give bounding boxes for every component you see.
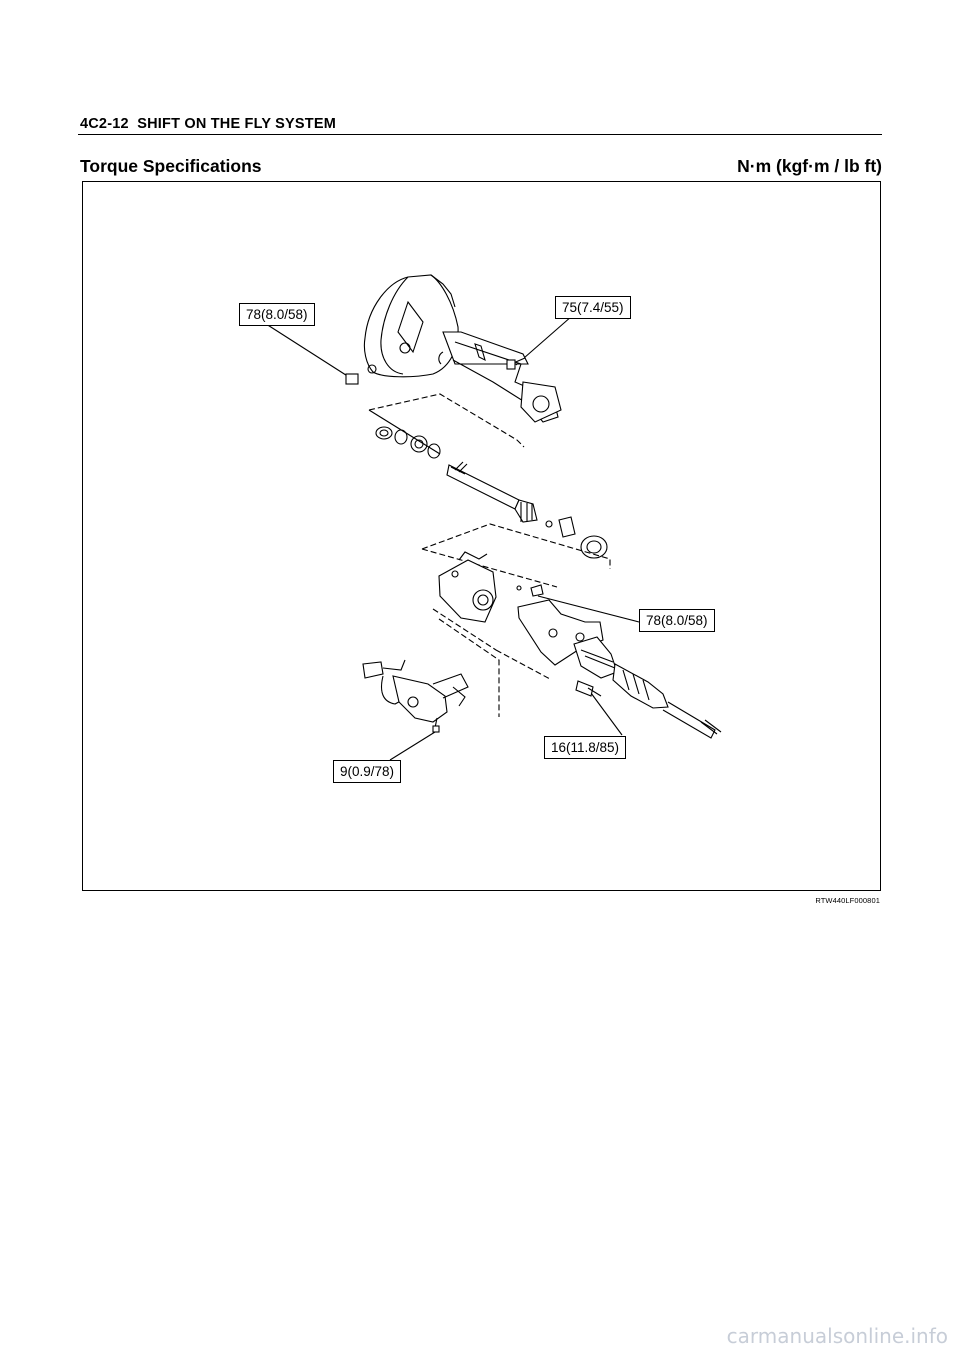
torque-callout-housing-bolt: 75(7.4/55) bbox=[555, 296, 631, 319]
torque-callout-actuator-nut: 78(8.0/58) bbox=[639, 609, 715, 632]
housing-bolt bbox=[506, 357, 526, 370]
torque-callout-axle-bolt: 16(11.8/85) bbox=[544, 736, 627, 759]
leader-line-actuator-nut bbox=[537, 595, 640, 623]
exploded-view-drawing bbox=[262, 274, 722, 761]
exploded-view-figure: 78(8.0/58) 75(7.4/55) 78(8.0/58) 16(11.8… bbox=[82, 181, 881, 891]
shift-switch bbox=[362, 659, 469, 723]
torque-callout-plug: 78(8.0/58) bbox=[239, 303, 315, 326]
torque-specifications-title: Torque Specifications bbox=[80, 156, 262, 176]
header-divider bbox=[78, 134, 882, 135]
page-header: 4C2-12 SHIFT ON THE FLY SYSTEM bbox=[80, 116, 336, 132]
section-title: SHIFT ON THE FLY SYSTEM bbox=[137, 116, 336, 132]
leader-line-axle-bolt bbox=[590, 692, 623, 736]
torque-callout-switch-bolt: 9(0.9/78) bbox=[333, 760, 402, 783]
section-code: 4C2-12 bbox=[80, 116, 129, 132]
axle-bolt bbox=[575, 680, 602, 697]
leader-line-plug bbox=[262, 321, 350, 378]
actuator-housing bbox=[438, 551, 497, 623]
watermark: carmanualsonline.info bbox=[726, 1324, 948, 1348]
switch-bolt bbox=[432, 717, 440, 733]
figure-code: RTW440LF000801 bbox=[815, 896, 880, 905]
drain-plug bbox=[345, 364, 377, 385]
seal-and-bearing-set bbox=[375, 426, 441, 459]
inner-axle-shaft bbox=[446, 461, 608, 559]
actuator-nut bbox=[516, 584, 544, 597]
leader-line-switch-bolt bbox=[389, 731, 436, 761]
differential-carrier bbox=[363, 274, 562, 423]
torque-units: N·m (kgf·m / lb ft) bbox=[737, 156, 882, 176]
front-axle-assembly bbox=[517, 599, 722, 739]
